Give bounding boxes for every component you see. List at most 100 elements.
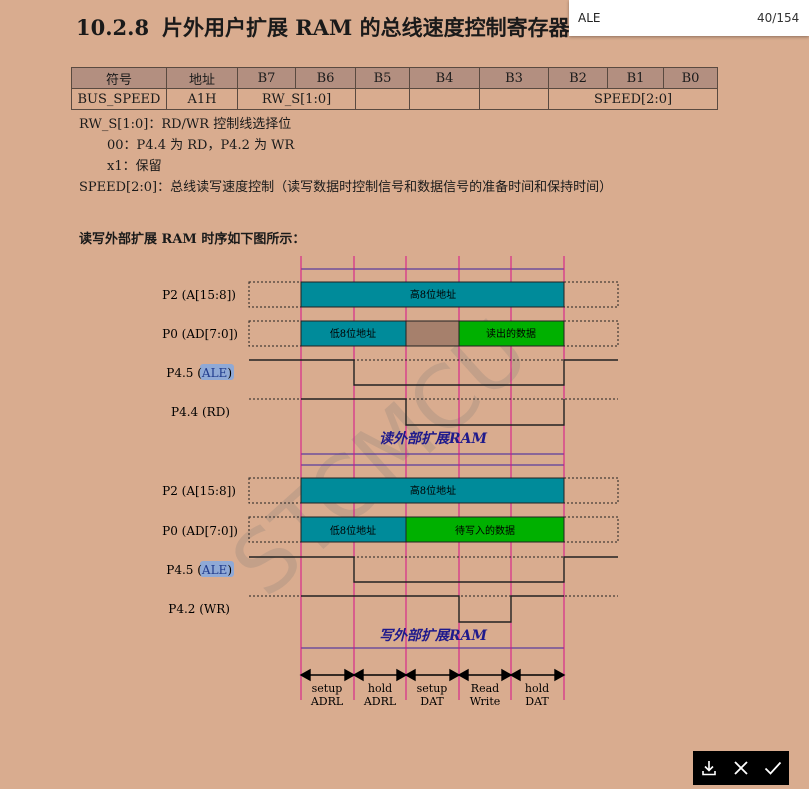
phase-arrowhead	[396, 668, 408, 682]
phase-label-line1: setup	[312, 682, 343, 695]
phase-label-line2: DAT	[525, 695, 549, 708]
download-icon[interactable]	[697, 756, 721, 780]
read-p0-data-label: 读出的数据	[486, 327, 536, 340]
read-p0-low-label: 低8位地址	[330, 327, 376, 340]
read-ale-highlight-box	[200, 364, 234, 380]
header-b7: B7	[237, 67, 296, 89]
header-b3: B3	[479, 67, 549, 89]
write-p0-low-label: 低8位地址	[330, 524, 376, 537]
read-signal-p2: P2 (A[15:8])	[162, 288, 236, 302]
write-p2-high-addr-bus	[300, 477, 565, 504]
write-signal-wr: P4.2 (WR)	[168, 602, 230, 616]
phase-label-line2: ADRL	[363, 695, 397, 708]
header-address: 地址	[166, 67, 238, 89]
cell-symbol: BUS_SPEED	[71, 88, 167, 110]
phase-arrowhead	[501, 668, 513, 682]
phase-arrows	[299, 668, 566, 682]
write-signal-p0: P0 (AD[7:0])	[162, 524, 238, 538]
section-title: 片外用户扩展 RAM 的总线速度控制寄存器	[162, 15, 570, 40]
read-signal-ale: P4.5 (ALE)	[166, 366, 232, 380]
find-query-input[interactable]: ALE	[578, 11, 601, 25]
phase-label-line1: Read	[471, 682, 499, 695]
find-match-count: 40/154	[757, 11, 800, 25]
cell-rw-field: RW_S[1:0]	[237, 88, 356, 110]
desc-rw-00: 00：P4.4 为 RD，P4.2 为 WR	[107, 138, 295, 153]
read-ale-prefix: P4.5 (	[166, 366, 202, 380]
write-ale-suffix: )	[227, 563, 232, 577]
section-heading: 10.2.8 片外用户扩展 RAM 的总线速度控制寄存器	[76, 12, 570, 42]
register-table: 符号 地址 B7 B6 B5 B4 B3 B2 B1 B0 BUS_SPEED …	[71, 67, 718, 110]
close-icon[interactable]	[729, 756, 753, 780]
phase-label-line1: hold	[368, 682, 392, 695]
header-b4: B4	[409, 67, 480, 89]
header-b2: B2	[548, 67, 608, 89]
diagram-intro: 读写外部扩展 RAM 时序如下图所示：	[79, 232, 306, 247]
section-number: 10.2.8	[76, 15, 150, 40]
write-p2-idle-right	[563, 477, 619, 504]
phase-arrowhead	[299, 668, 311, 682]
download-icon-glyph	[702, 761, 716, 776]
write-p0-data-label: 待写入的数据	[455, 524, 515, 537]
read-p0-gap	[405, 320, 460, 347]
write-ale-highlight: ALE	[201, 563, 227, 577]
header-symbol: 符号	[71, 67, 167, 89]
selection-toolbar	[693, 751, 789, 785]
phase-label-line2: ADRL	[310, 695, 344, 708]
read-p2-idle-right	[563, 281, 619, 308]
read-p2-idle-left	[248, 281, 302, 308]
read-p0-idle-left	[248, 320, 302, 347]
header-b6: B6	[295, 67, 356, 89]
desc-rw-s: RW_S[1:0]：RD/WR 控制线选择位	[79, 117, 292, 132]
read-signal-p0: P0 (AD[7:0])	[162, 327, 238, 341]
read-p0-data-bus	[458, 320, 565, 347]
read-rd-waveform	[301, 398, 565, 426]
read-signal-rd: P4.4 (RD)	[171, 405, 230, 419]
cell-speed-field: SPEED[2:0]	[548, 88, 718, 110]
phase-arrowhead	[449, 668, 461, 682]
watermark-text: STCMCU	[214, 301, 548, 616]
read-p2-label: 高8位地址	[410, 288, 456, 301]
check-icon[interactable]	[761, 756, 785, 780]
write-p2-label: 高8位地址	[410, 484, 456, 497]
read-ale-waveform	[249, 359, 618, 386]
phase-labels: setup ADRL hold ADRL setup DAT Read Writ…	[310, 682, 550, 708]
phase-arrowhead	[457, 668, 469, 682]
write-wr-waveform	[301, 595, 564, 623]
read-ale-highlight: ALE	[201, 366, 227, 380]
read-p0-idle-right	[563, 320, 619, 347]
register-table-row: BUS_SPEED A1H RW_S[1:0] SPEED[2:0]	[71, 88, 718, 110]
phase-label-line1: hold	[525, 682, 549, 695]
phase-label-line2: Write	[470, 695, 501, 708]
cell-address: A1H	[166, 88, 238, 110]
phase-arrowhead	[404, 668, 416, 682]
check-icon-glyph	[764, 761, 782, 775]
header-b1: B1	[607, 67, 664, 89]
read-diagram: P2 (A[15:8]) 高8位地址 P0 (AD[7:0]) 低8位地址 读出…	[162, 256, 619, 455]
phase-arrowhead	[554, 668, 566, 682]
phase-arrowhead	[509, 668, 521, 682]
find-bar: ALE 40/154	[569, 0, 809, 36]
read-diagram-title: 读外部扩展RAM	[379, 430, 487, 447]
read-p2-high-addr-bus	[300, 281, 565, 308]
write-diagram: P2 (A[15:8]) 高8位地址 P0 (AD[7:0]) 低8位地址 待写…	[162, 454, 619, 700]
phase-arrowhead	[352, 668, 364, 682]
write-ale-highlight-box	[200, 561, 234, 577]
read-ale-suffix: )	[227, 366, 232, 380]
desc-speed: SPEED[2:0]：总线读写速度控制（读写数据时控制信号和数据信号的准备时间和…	[79, 180, 613, 195]
write-p0-data-bus	[405, 516, 565, 543]
phase-label-line1: setup	[417, 682, 448, 695]
close-icon-glyph	[734, 761, 748, 775]
write-p0-low-addr-bus	[300, 516, 407, 543]
header-b0: B0	[663, 67, 718, 89]
write-signal-p2: P2 (A[15:8])	[162, 484, 236, 498]
header-b5: B5	[355, 67, 410, 89]
write-ale-prefix: P4.5 (	[166, 563, 202, 577]
write-signal-ale: P4.5 (ALE)	[166, 563, 232, 577]
desc-rw-x1: x1：保留	[107, 159, 162, 174]
phase-arrowhead	[344, 668, 356, 682]
write-p0-idle-right	[563, 516, 619, 543]
write-ale-waveform	[249, 556, 618, 583]
write-diagram-title: 写外部扩展RAM	[379, 627, 487, 644]
phase-label-line2: DAT	[420, 695, 444, 708]
